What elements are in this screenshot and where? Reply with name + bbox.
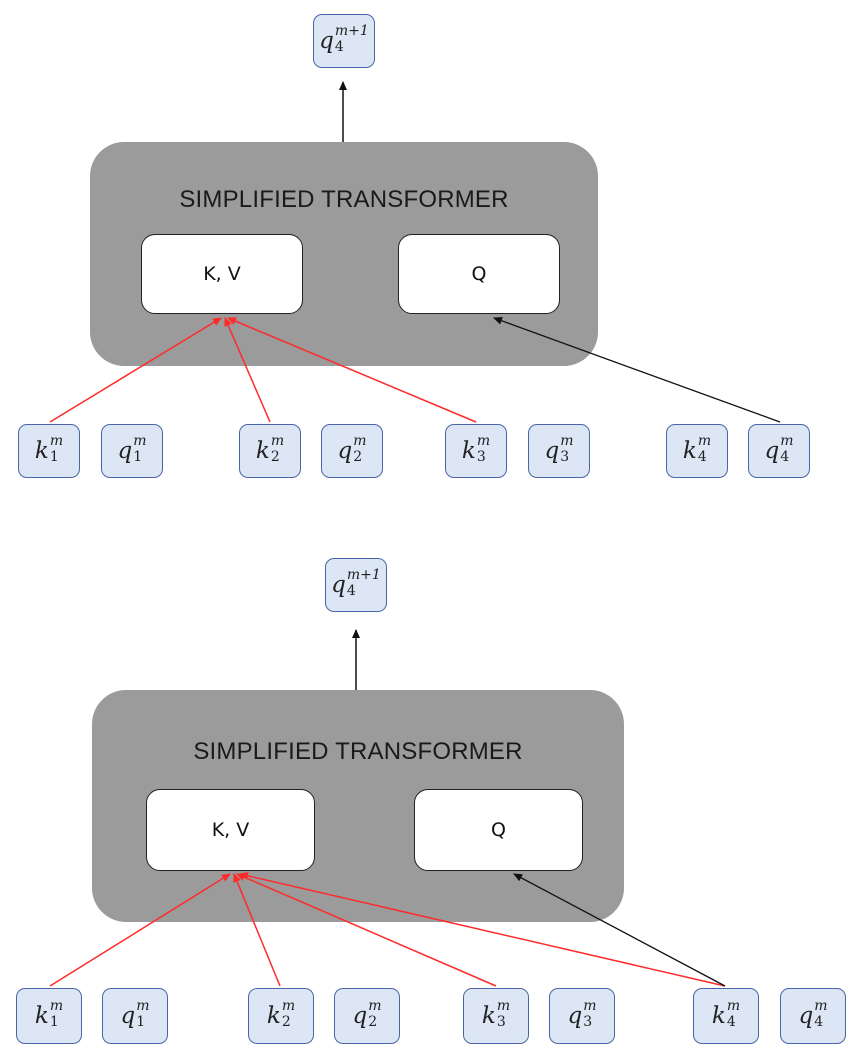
token-symbol: k bbox=[481, 1002, 496, 1029]
kv-box: K, V bbox=[146, 789, 315, 871]
token-symbol: q bbox=[798, 1002, 814, 1029]
token-sub: 1 bbox=[133, 449, 143, 465]
token-symbol: k bbox=[461, 437, 476, 464]
token-sub: 3 bbox=[560, 449, 570, 465]
token-sup: m bbox=[281, 998, 296, 1014]
token-sup: m bbox=[496, 998, 511, 1014]
token-sub: 1 bbox=[49, 1014, 59, 1030]
token-symbol: q bbox=[544, 437, 560, 464]
token-sup: m bbox=[353, 433, 367, 449]
kv-box: K, V bbox=[141, 234, 303, 314]
token-sup: m bbox=[49, 433, 64, 449]
token-sup: m bbox=[49, 998, 64, 1014]
token-symbol: q bbox=[120, 1002, 136, 1029]
token-sub: 3 bbox=[476, 449, 486, 465]
output-token-sup: m+1 bbox=[346, 567, 381, 583]
output-token-symbol: q bbox=[331, 571, 346, 598]
token-sub: 4 bbox=[726, 1014, 736, 1030]
output-token-sup: m+1 bbox=[334, 23, 369, 39]
token-sup: m bbox=[136, 998, 150, 1014]
token-symbol: k bbox=[711, 1002, 726, 1029]
output-token-symbol: q bbox=[319, 27, 334, 54]
token-sub: 1 bbox=[49, 449, 59, 465]
token-symbol: q bbox=[337, 437, 353, 464]
token-symbol: q bbox=[764, 437, 780, 464]
token-sup: m bbox=[368, 998, 382, 1014]
token-sub: 4 bbox=[814, 1014, 824, 1030]
output-token-sub: 4 bbox=[334, 39, 344, 55]
token-symbol: k bbox=[682, 437, 697, 464]
token-sup: m bbox=[726, 998, 741, 1014]
token-symbol: q bbox=[117, 437, 133, 464]
token-sup: m bbox=[697, 433, 712, 449]
token-sup: m bbox=[560, 433, 574, 449]
token-sub: 4 bbox=[780, 449, 790, 465]
token-sup: m bbox=[476, 433, 491, 449]
transformer-title: SIMPLIFIED TRANSFORMER bbox=[193, 738, 523, 765]
token-sub: 3 bbox=[583, 1014, 593, 1030]
q-box: Q bbox=[398, 234, 560, 314]
token-sup: m bbox=[780, 433, 794, 449]
token-sup: m bbox=[583, 998, 597, 1014]
token-sup: m bbox=[270, 433, 285, 449]
token-symbol: k bbox=[34, 1002, 49, 1029]
token-sub: 2 bbox=[353, 449, 363, 465]
token-symbol: k bbox=[255, 437, 270, 464]
token-sub: 4 bbox=[697, 449, 707, 465]
token-symbol: k bbox=[34, 437, 49, 464]
token-sub: 3 bbox=[496, 1014, 506, 1030]
token-symbol: q bbox=[352, 1002, 368, 1029]
token-sub: 2 bbox=[281, 1014, 291, 1030]
token-sub: 2 bbox=[368, 1014, 378, 1030]
q-box: Q bbox=[414, 789, 583, 871]
token-symbol: q bbox=[567, 1002, 583, 1029]
transformer-title: SIMPLIFIED TRANSFORMER bbox=[179, 186, 509, 213]
token-sub: 1 bbox=[136, 1014, 146, 1030]
token-sub: 2 bbox=[270, 449, 280, 465]
token-sup: m bbox=[814, 998, 828, 1014]
simplified-transformer-box: SIMPLIFIED TRANSFORMER K, V Q bbox=[92, 690, 624, 922]
token-sup: m bbox=[133, 433, 147, 449]
token-symbol: k bbox=[266, 1002, 281, 1029]
output-token-sub: 4 bbox=[346, 583, 356, 599]
